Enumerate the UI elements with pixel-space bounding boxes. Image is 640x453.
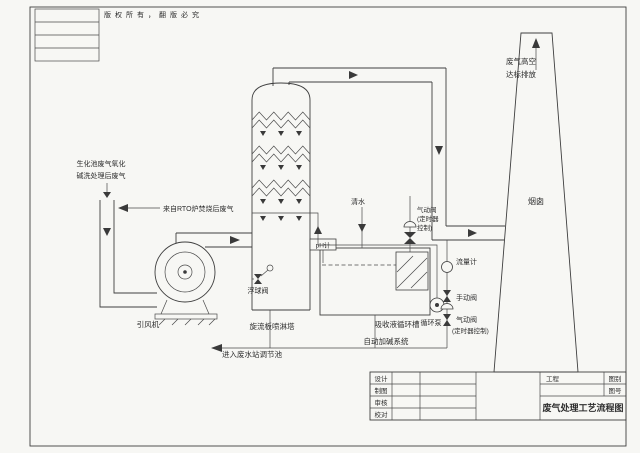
drawing-title: 废气处理工艺流程图	[542, 402, 623, 413]
titleblock-design-label: 设计	[375, 374, 389, 383]
inlet-section: 生化池废气氧化 碱洗处理后废气 来自RTO炉焚烧后废气	[77, 159, 234, 308]
pneumatic-valve-1	[403, 196, 417, 252]
piping: 清水 气动阀 (定时器 控制) 循环泵	[211, 196, 489, 359]
alkali-tank	[395, 251, 429, 291]
tank-label: 吸收液循环槽	[375, 319, 420, 329]
flow-arrow-down-icon	[103, 228, 111, 236]
titleblock-project-label: 工程	[546, 374, 560, 383]
copyright-note: 版权所有，翻版必究	[104, 10, 203, 19]
pneumatic-valve-1-label-line3: 控制)	[417, 223, 432, 232]
flow-arrow-up-icon	[532, 38, 540, 48]
manual-valve	[443, 290, 451, 302]
outlet-label-line1: 废气高空	[506, 56, 536, 66]
titleblock-proof-label: 校对	[375, 410, 389, 419]
pneumatic-valve-2-label-line1: 气动阀	[456, 315, 477, 324]
pneumatic-valve-1-label-line2: (定时器	[417, 214, 439, 223]
tower-label: 旋流板喷淋塔	[250, 321, 295, 331]
drain-header	[211, 310, 447, 352]
flow-arrow-right-icon	[468, 229, 477, 237]
flow-arrow-right-icon	[349, 71, 358, 79]
alkali-system-label: 自动加碱系统	[364, 336, 409, 346]
flow-arrow-right-icon	[230, 236, 240, 244]
pneumatic-valve-1-label-line1: 气动阀	[417, 205, 437, 214]
titleblock-draft-label: 制图	[375, 386, 388, 395]
pneumatic-valve-2	[440, 303, 454, 326]
fan-label: 引风机	[137, 319, 160, 329]
inlet-label-rto: 来自RTO炉焚烧后废气	[163, 204, 234, 213]
flow-arrow-left-icon	[211, 344, 222, 352]
fresh-water-label: 清水	[351, 197, 365, 206]
circulation-pump	[310, 212, 445, 313]
pneumatic-valve-2-label-line2: (定时器控制)	[452, 326, 489, 335]
titleblock-check-label: 审核	[375, 398, 389, 407]
title-block: 设计 制图 审核 校对 工程 图别 图号 废气处理工艺流程图	[369, 371, 627, 421]
revision-table	[34, 8, 100, 62]
spray-tower: 浮球阀 旋流板喷淋塔	[248, 68, 311, 331]
drawing-frame: 版权所有，翻版必究	[29, 6, 627, 447]
chimney-label: 烟囱	[528, 196, 544, 206]
titleblock-figno-label: 图号	[609, 387, 623, 395]
flow-arrow-down-icon	[103, 192, 111, 198]
flow-meter	[441, 261, 453, 273]
flow-arrow-down-icon	[435, 146, 443, 155]
inlet-label-biochem-line1: 生化池废气氧化	[77, 159, 126, 168]
flow-arrow-left-icon	[118, 204, 128, 212]
pump-label: 循环泵	[421, 318, 442, 327]
titleblock-figtype-label: 图别	[609, 374, 622, 383]
spray-header	[252, 212, 310, 221]
flow-arrow-up-icon	[314, 226, 322, 234]
chimney: 废气高空 达标排放 烟囱	[493, 32, 579, 373]
float-valve-label: 浮球阀	[248, 286, 269, 295]
inlet-label-biochem-line2: 碱洗处理后废气	[77, 171, 126, 180]
cyclone-plates	[251, 111, 311, 204]
drain-branch	[440, 240, 454, 348]
flow-meter-label: 流量计	[456, 257, 477, 266]
float-valve	[252, 264, 274, 284]
flow-arrow-down-icon	[358, 224, 366, 232]
circulation-tank: pH计 吸收液循环槽 自动加碱系统	[309, 238, 431, 346]
outlet-ductwork	[273, 67, 505, 241]
manual-valve-label: 手动阀	[456, 293, 477, 302]
outlet-label-line2: 达标排放	[506, 69, 536, 79]
ph-meter: pH计	[309, 238, 337, 263]
induced-draft-fan: 引风机	[137, 232, 252, 329]
drain-label: 进入废水站调节池	[222, 349, 282, 359]
